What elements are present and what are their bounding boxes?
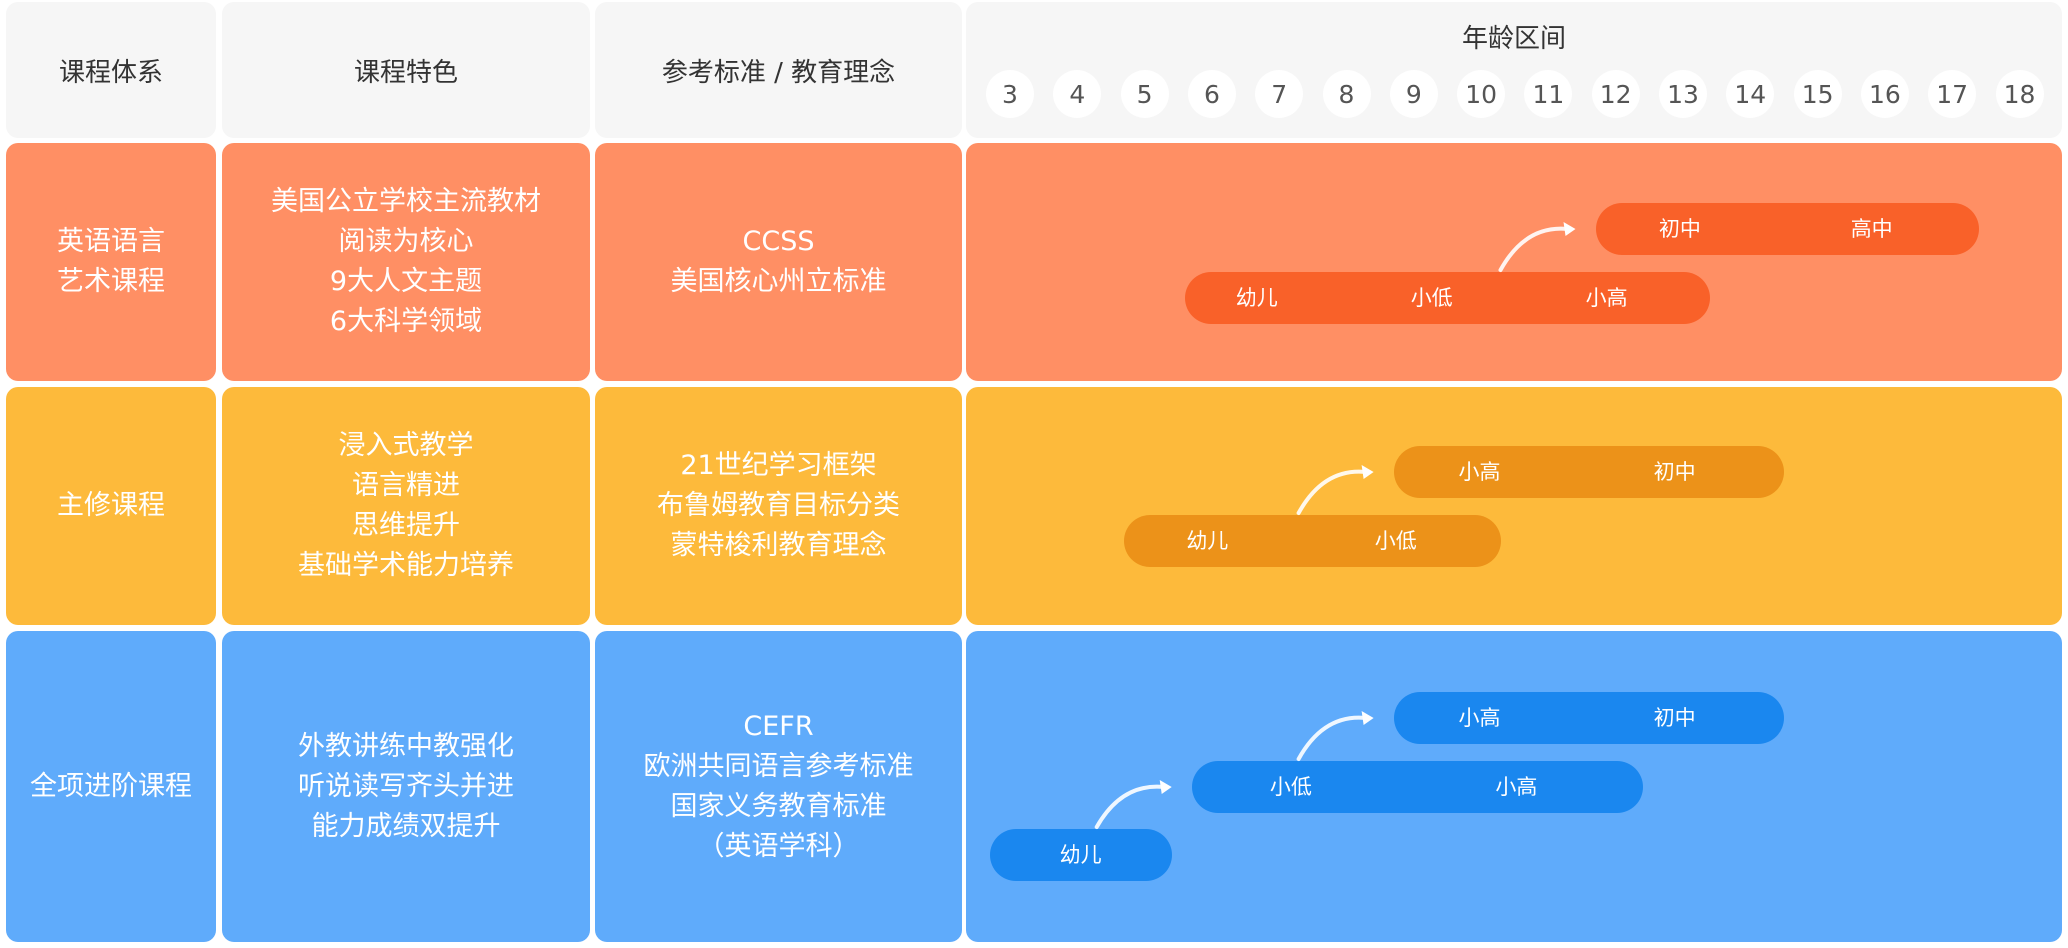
standard-line: CEFR (743, 710, 814, 742)
course-name-line: 英语语言 (57, 226, 165, 257)
age-tick: 3 (986, 70, 1034, 118)
feature-line: 9大人文主题 (329, 266, 483, 297)
age-stage-pill: 初中 高中 (1595, 203, 1980, 255)
age-tick: 17 (1928, 70, 1977, 118)
stage-label: 幼儿 (1186, 529, 1229, 553)
standards-list: 21世纪学习框架 布鲁姆教育目标分类 蒙特梭利教育理念 (657, 446, 900, 566)
row-english-arts-name: 英语语言 艺术课程 (6, 143, 216, 381)
age-tick: 11 (1524, 70, 1573, 118)
feature-line: 阅读为核心 (338, 226, 474, 257)
age-tick: 13 (1659, 70, 1707, 118)
course-name: 全项进阶课程 (30, 767, 192, 807)
standard-line: 欧洲共同语言参考标准 (643, 750, 914, 782)
stage-label: 小高 (1458, 460, 1501, 484)
age-stage-pill: 小高 初中 (1393, 692, 1784, 744)
row-english-arts-features: 美国公立学校主流教材 阅读为核心 9大人文主题 6大科学领域 (222, 143, 590, 381)
stage-label: 小高 (1495, 775, 1538, 799)
age-tick: 18 (1995, 70, 2044, 118)
row-advanced-features: 外教讲练中教强化 听说读写齐头并进 能力成绩双提升 (222, 631, 590, 942)
header-course-features-label: 课程特色 (353, 57, 458, 88)
row-major-features: 浸入式教学 语言精进 思维提升 基础学术能力培养 (222, 387, 590, 625)
course-name-line: 全项进阶课程 (30, 770, 192, 802)
features-list: 外教讲练中教强化 听说读写齐头并进 能力成绩双提升 (298, 727, 514, 847)
age-tick: 15 (1793, 70, 1842, 118)
standard-line: 蒙特梭利教育理念 (670, 530, 887, 561)
header-course-system: 课程体系 (6, 2, 216, 138)
standard-line: 布鲁姆教育目标分类 (657, 490, 900, 521)
feature-line: 外教讲练中教强化 (298, 730, 514, 762)
age-stage-pill: 幼儿 小低 小高 (1184, 272, 1710, 324)
stage-label: 小低 (1374, 529, 1417, 553)
age-tick: 6 (1187, 70, 1236, 118)
stage-label: 初中 (1658, 217, 1701, 241)
feature-line: 听说读写齐头并进 (298, 770, 514, 802)
standards-list: CEFR 欧洲共同语言参考标准 国家义务教育标准 （英语学科） (644, 707, 914, 867)
stage-label: 小高 (1585, 286, 1628, 310)
age-tick: 8 (1322, 70, 1371, 118)
age-tick: 4 (1053, 70, 1102, 118)
age-tick: 5 (1120, 70, 1169, 118)
features-list: 浸入式教学 语言精进 思维提升 基础学术能力培养 (298, 426, 514, 586)
age-stage-pill: 幼儿 小低 (1124, 515, 1502, 567)
age-tick: 14 (1726, 70, 1775, 118)
header-course-system-label: 课程体系 (58, 57, 163, 88)
stage-label: 小高 (1458, 706, 1501, 730)
feature-line: 6大科学领域 (329, 306, 483, 337)
course-name: 英语语言 艺术课程 (57, 222, 165, 302)
row-major-standards: 21世纪学习框架 布鲁姆教育目标分类 蒙特梭利教育理念 (595, 387, 962, 625)
course-name-line: 主修课程 (57, 490, 165, 521)
age-stage-pill: 小高 初中 (1393, 446, 1784, 498)
age-tick: 7 (1255, 70, 1304, 118)
age-range-title: 年龄区间 (1461, 24, 1566, 54)
features-list: 美国公立学校主流教材 阅读为核心 9大人文主题 6大科学领域 (271, 182, 541, 342)
row-english-arts-standards: CCSS 美国核心州立标准 (595, 143, 962, 381)
stage-label: 幼儿 (1235, 286, 1278, 310)
age-tick: 9 (1389, 70, 1438, 118)
feature-line: 美国公立学校主流教材 (271, 186, 541, 217)
stage-label: 初中 (1653, 460, 1696, 484)
standard-line: 国家义务教育标准 (670, 790, 887, 822)
feature-line: 浸入式教学 (338, 430, 474, 461)
age-tick: 12 (1591, 70, 1640, 118)
row-major-name: 主修课程 (6, 387, 216, 625)
course-name: 主修课程 (57, 486, 165, 526)
header-course-features: 课程特色 (222, 2, 590, 138)
standard-line: （英语学科） (697, 830, 860, 862)
row-english-arts-age-track (966, 143, 2062, 381)
row-major-age-track (966, 387, 2062, 625)
standard-line: 21世纪学习框架 (680, 450, 877, 481)
stage-label: 高中 (1850, 217, 1893, 241)
header-standards: 参考标准 / 教育理念 (595, 2, 962, 138)
standards-list: CCSS 美国核心州立标准 (671, 222, 887, 302)
feature-line: 基础学术能力培养 (298, 550, 514, 581)
row-advanced-standards: CEFR 欧洲共同语言参考标准 国家义务教育标准 （英语学科） (595, 631, 962, 942)
age-tick: 10 (1457, 70, 1506, 118)
age-stage-pill: 幼儿 (989, 829, 1172, 881)
age-stage-pill: 小低 小高 (1191, 761, 1643, 813)
feature-line: 思维提升 (352, 510, 460, 541)
standard-line: CCSS (742, 226, 815, 257)
stage-label: 小低 (1410, 286, 1453, 310)
stage-label: 小低 (1269, 775, 1312, 799)
row-advanced-name: 全项进阶课程 (6, 631, 216, 942)
age-tick: 16 (1860, 70, 1909, 118)
feature-line: 语言精进 (352, 470, 460, 501)
stage-label: 幼儿 (1059, 843, 1102, 867)
stage-label: 初中 (1653, 706, 1696, 730)
course-name-line: 艺术课程 (57, 266, 165, 297)
feature-line: 能力成绩双提升 (311, 810, 501, 842)
standard-line: 美国核心州立标准 (670, 266, 887, 297)
header-standards-label: 参考标准 / 教育理念 (661, 57, 896, 88)
